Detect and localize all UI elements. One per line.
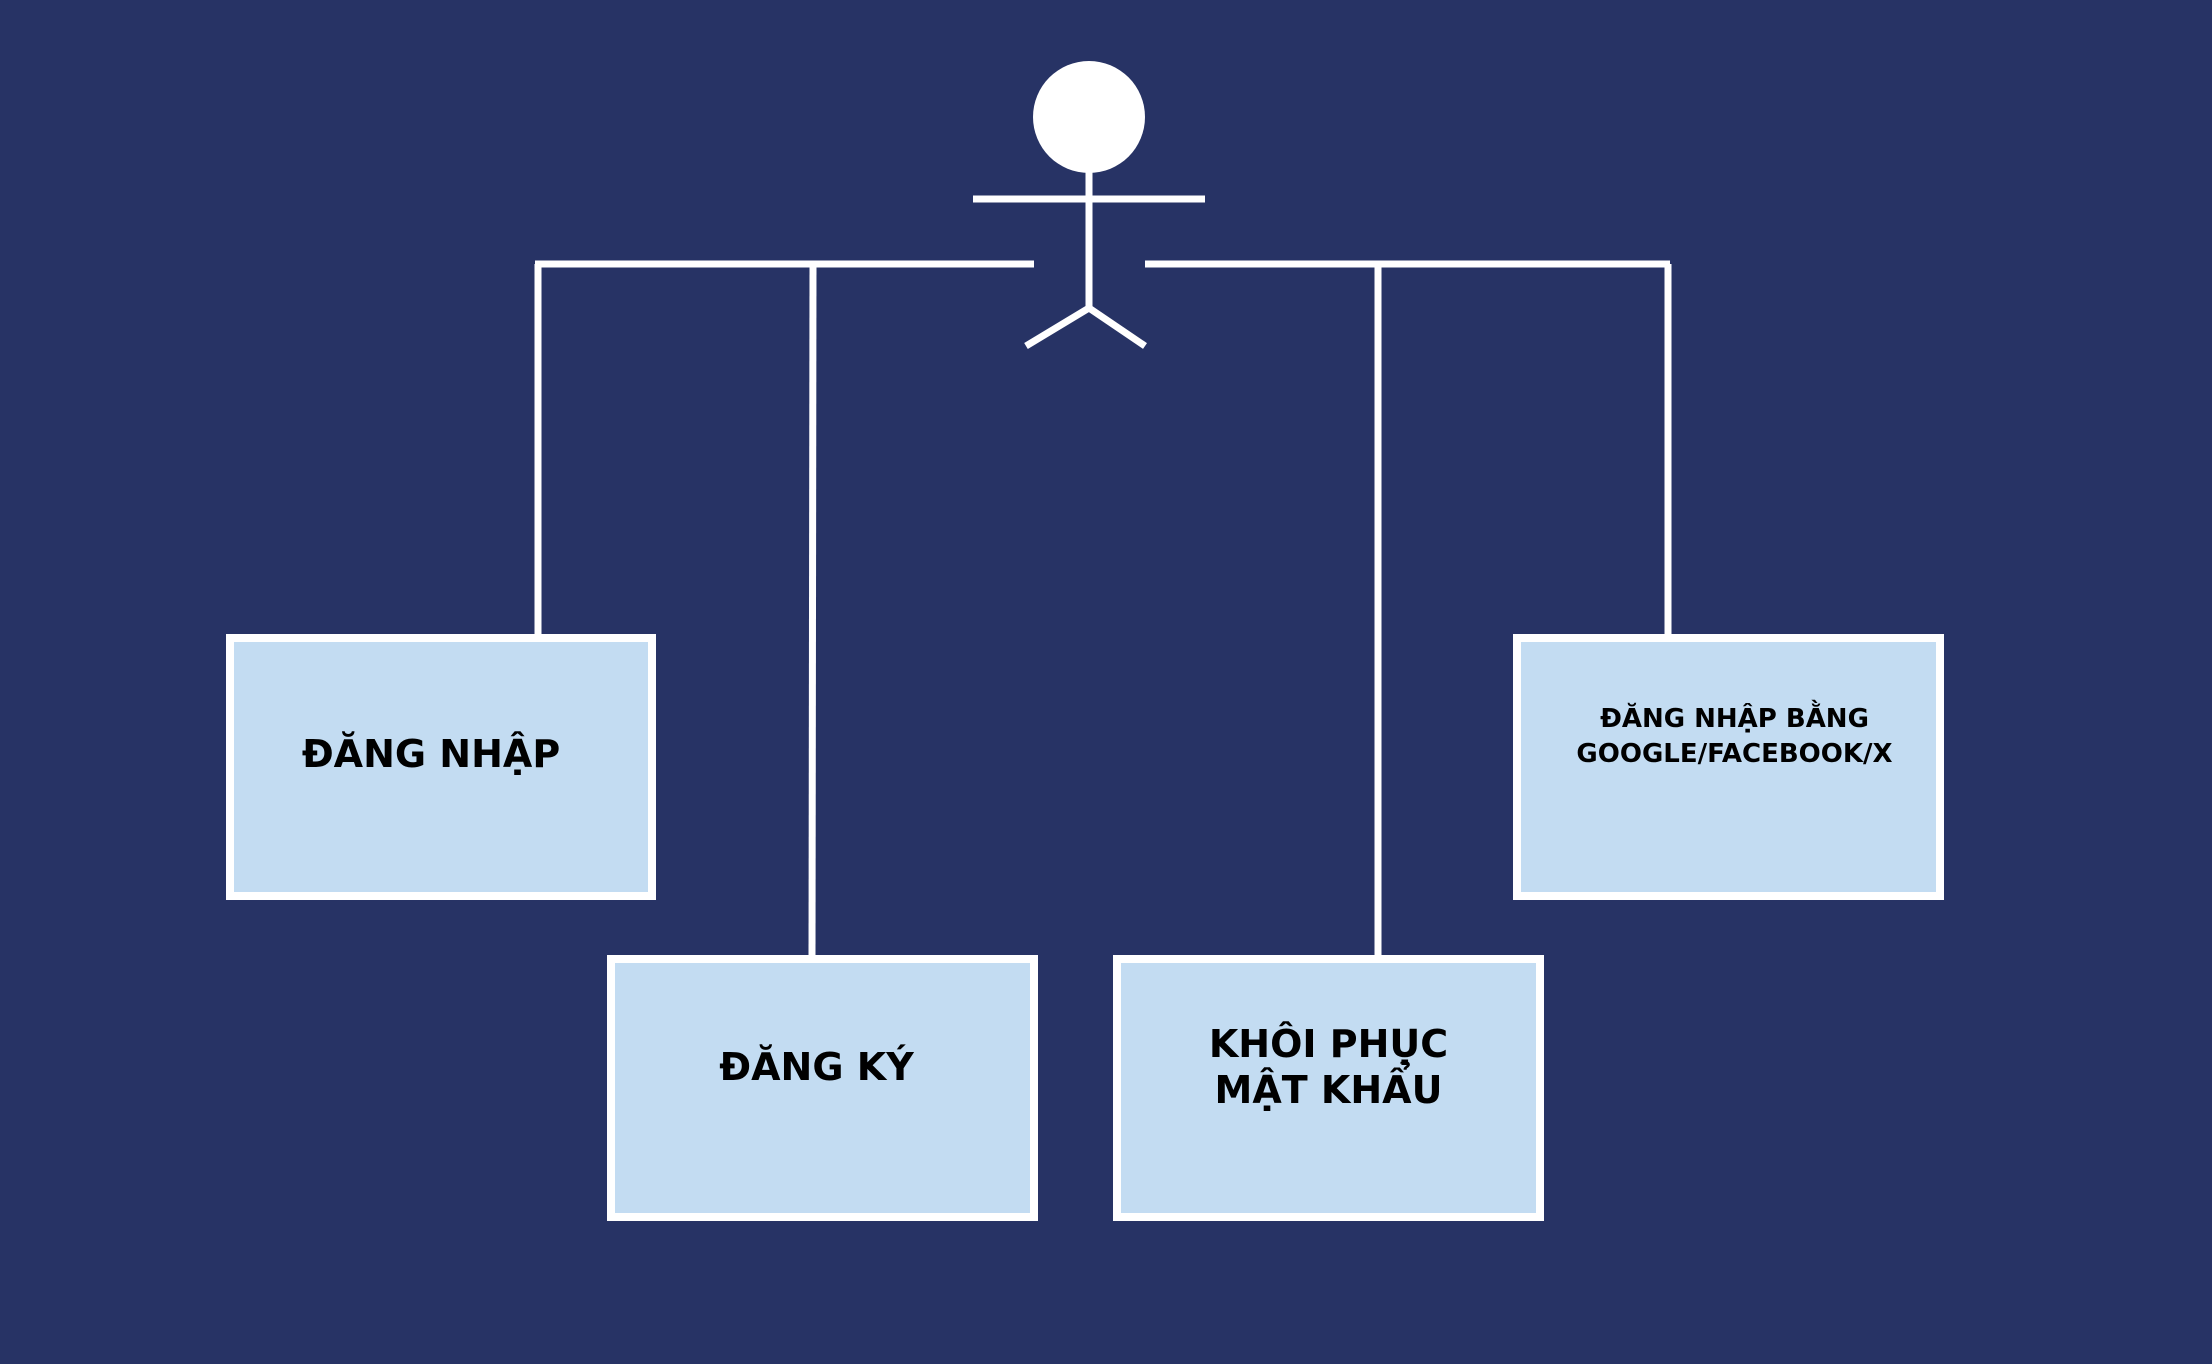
connector-lines xyxy=(534,260,1672,958)
use-case-login-box[interactable]: ĐĂNG NHẬP xyxy=(226,634,656,900)
connector-register xyxy=(808,263,817,958)
use-case-recover-password-line1: KHÔI PHỤC xyxy=(1208,1022,1449,1067)
actor-stick-figure-icon xyxy=(973,61,1205,349)
use-case-recover-password-line2: MẬT KHẨU xyxy=(1214,1068,1443,1112)
actor-left-leg xyxy=(1024,305,1091,349)
use-case-recover-password-box[interactable]: KHÔI PHỤC MẬT KHẨU xyxy=(1113,955,1544,1221)
use-case-social-login-line2: GOOGLE/FACEBOOK/X xyxy=(1576,739,1893,769)
use-case-register-label: ĐĂNG KÝ xyxy=(719,1045,914,1090)
use-case-register-label-wrap: ĐĂNG KÝ xyxy=(719,1045,913,1091)
use-case-social-login-box[interactable]: ĐĂNG NHẬP BẰNG GOOGLE/FACEBOOK/X xyxy=(1513,634,1944,900)
use-case-social-login-label-wrap: ĐĂNG NHẬP BẰNG GOOGLE/FACEBOOK/X xyxy=(1576,702,1892,772)
actor-right-leg xyxy=(1087,305,1147,349)
use-case-recover-password-label-wrap: KHÔI PHỤC MẬT KHẨU xyxy=(1209,1022,1448,1113)
use-case-login-label-wrap: ĐĂNG NHẬP xyxy=(302,732,560,778)
actor-head xyxy=(1033,61,1145,173)
use-case-login-label: ĐĂNG NHẬP xyxy=(301,732,561,777)
use-case-social-login-line1: ĐĂNG NHẬP BẰNG xyxy=(1600,703,1869,734)
use-case-register-box[interactable]: ĐĂNG KÝ xyxy=(607,955,1038,1221)
